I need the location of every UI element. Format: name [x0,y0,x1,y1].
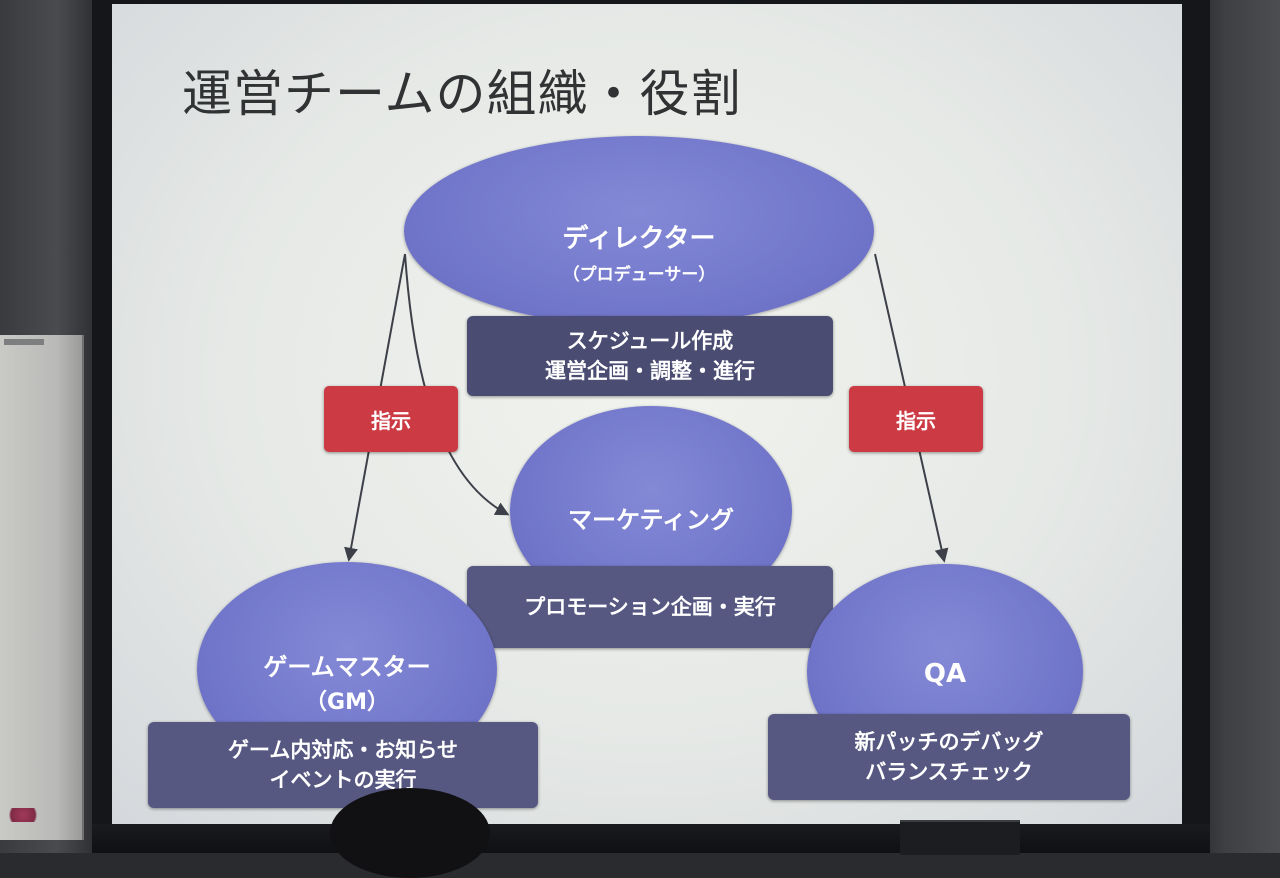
screen-bottom-edge [92,824,1210,853]
director-duty-2: 運営企画・調整・進行 [545,359,755,383]
marketing-duty-1: プロモーション企画・実行 [524,595,776,619]
game-master-duty-1: ゲーム内対応・お知らせ [228,738,458,762]
monitor-silhouette [900,820,1020,855]
qa-duties-box: 新パッチのデバッグ バランスチェック [768,714,1130,800]
director-duty-1: スケジュール作成 [566,329,734,353]
desk-items [4,808,42,822]
presentation-slide: 運営チームの組織・役割 ディレクター （プロデューサー） スケジュール作成 運営… [112,4,1182,824]
instruction-tag-right: 指示 [849,386,983,452]
game-master-label: ゲームマスター [263,653,431,681]
qa-duty-2: バランスチェック [865,760,1033,784]
marketing-label: マーケティング [567,506,735,534]
audience-head-silhouette [330,788,490,878]
game-master-duty-2: イベントの実行 [269,768,417,792]
whiteboard [0,335,84,840]
qa-label: QA [923,659,967,689]
director-label: ディレクター [562,224,716,254]
qa-duty-1: 新パッチのデバッグ [854,730,1044,754]
instruction-tag-left: 指示 [324,386,458,452]
marketing-duties-box: プロモーション企画・実行 [467,566,833,648]
whiteboard-label [4,339,44,345]
director-sub-label: （プロデューサー） [562,265,716,285]
slide-title: 運営チームの組織・役割 [182,65,742,123]
game-master-sub-label: （GM） [305,690,389,715]
director-node: ディレクター （プロデューサー） [404,136,874,326]
game-master-duties-box: ゲーム内対応・お知らせ イベントの実行 [148,722,538,808]
director-duties-box: スケジュール作成 運営企画・調整・進行 [467,316,833,396]
